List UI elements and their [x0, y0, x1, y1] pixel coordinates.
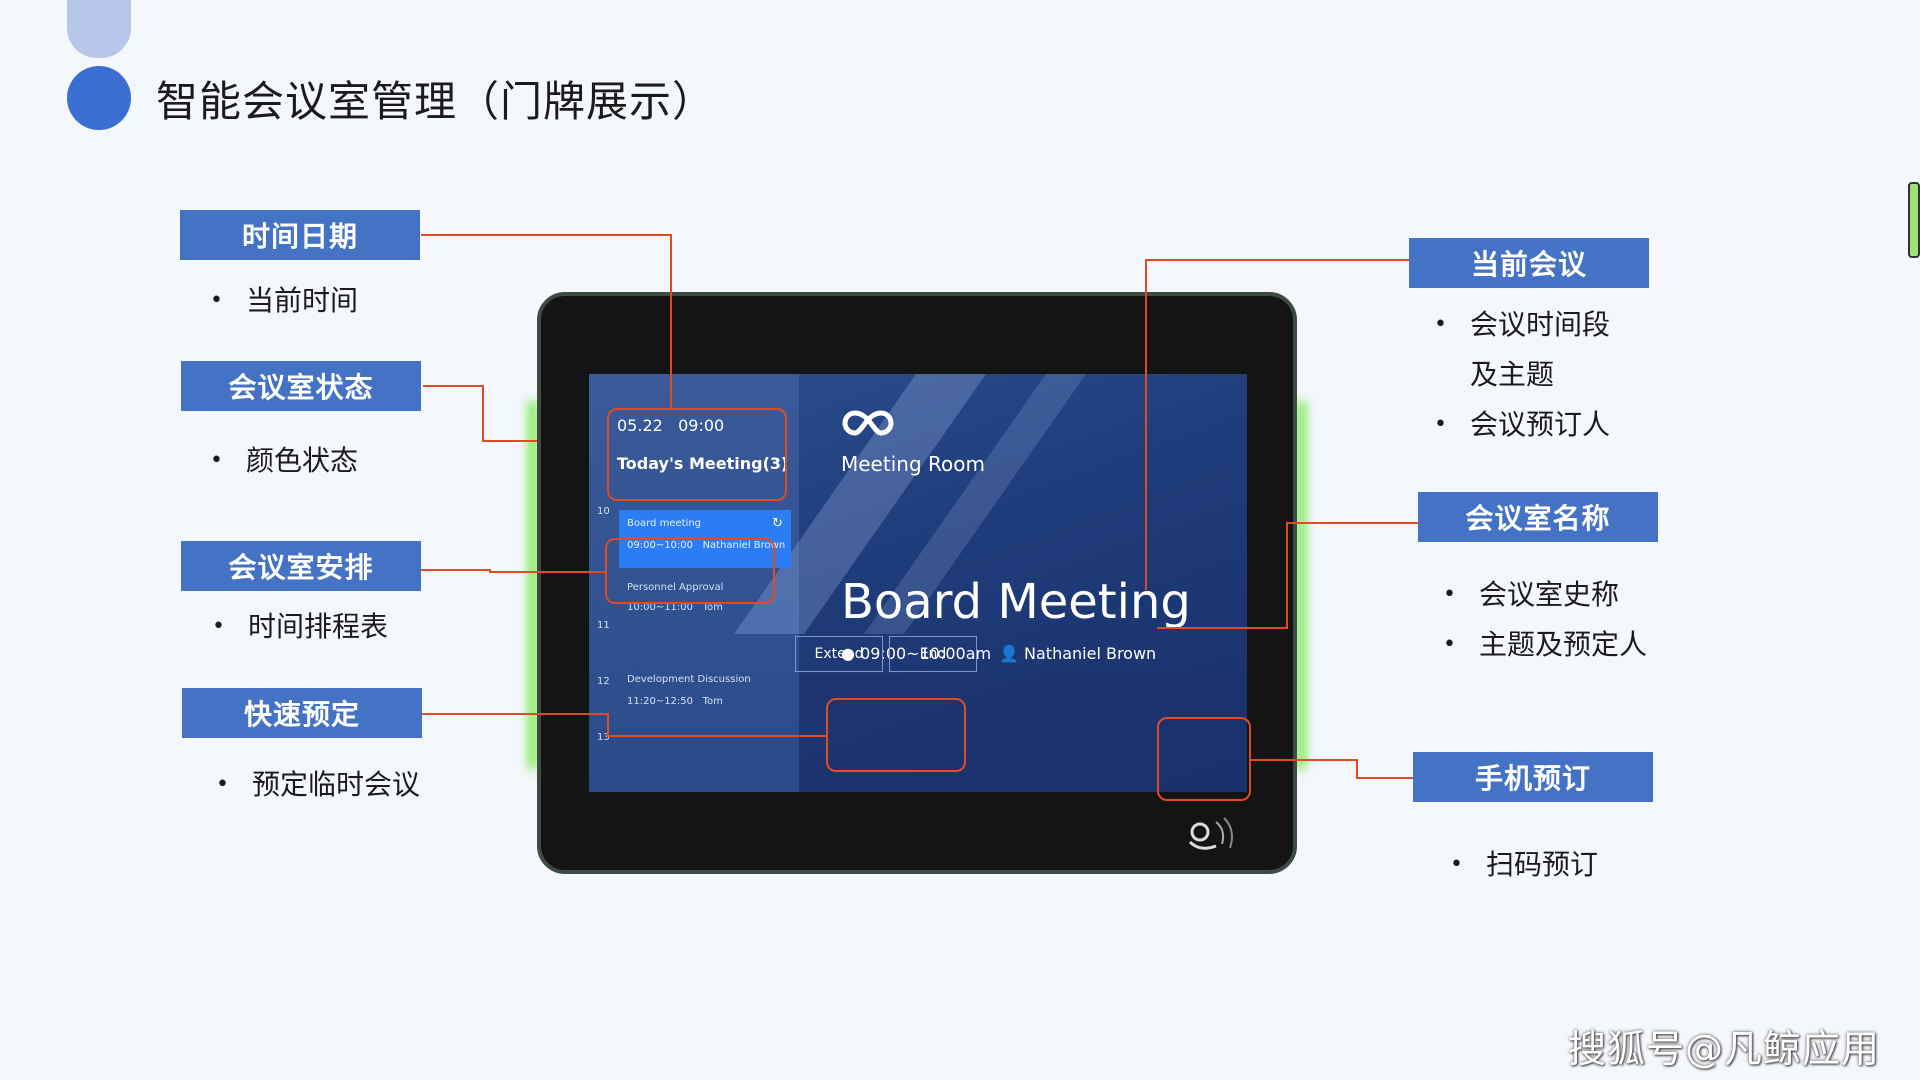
nfc-tap-icon — [1180, 812, 1240, 862]
current-meeting-title: Board Meeting — [841, 574, 1191, 630]
status-light-right — [1296, 400, 1306, 770]
list-item: 会议时间段 — [1434, 300, 1610, 350]
schedule-item-meta: 11:20~12:50 Tom — [627, 696, 723, 707]
list-item: 扫码预订 — [1450, 840, 1598, 890]
status-light-left — [528, 400, 538, 770]
label-room-status: 会议室状态 — [181, 361, 421, 411]
schedule-item-meta: 09:00~10:00 Nathaniel Brown — [627, 540, 786, 551]
schedule-panel — [589, 374, 799, 792]
current-time: 09:00 — [678, 416, 725, 435]
person-icon: 👤 — [999, 644, 1019, 663]
current-meeting-host: 👤 Nathaniel Brown — [999, 644, 1157, 663]
list-time-date: 当前时间 — [210, 276, 358, 326]
title-bullet-icon — [67, 66, 131, 130]
list-item: 当前时间 — [210, 276, 358, 326]
label-room-name: 会议室名称 — [1418, 492, 1658, 542]
list-mobile-booking: 扫码预订 — [1450, 840, 1598, 890]
refresh-icon: ↻ — [772, 516, 783, 531]
list-room-name: 会议室史称 主题及预定人 — [1443, 570, 1647, 670]
room-label: Meeting Room — [841, 452, 985, 476]
hour-mark: 11 — [597, 620, 610, 631]
list-item: 会议室史称 — [1443, 570, 1647, 620]
room-floor — [799, 674, 1247, 792]
highlight-datetime — [607, 408, 787, 501]
hour-mark: 12 — [597, 676, 610, 687]
schedule-item-meta: 10:00~11:00 Tom — [627, 602, 723, 613]
decor-dot-light — [67, 0, 131, 58]
current-date: 05.22 — [617, 416, 663, 435]
clock-icon: ● — [841, 644, 855, 663]
list-current-meeting: 会议时间段 及主题 会议预订人 — [1434, 300, 1610, 450]
tablet-screen: 05.22 09:00 Today's Meeting(3) 10 11 12 … — [589, 374, 1247, 792]
list-quick-booking: 预定临时会议 — [216, 760, 420, 810]
current-datetime: 05.22 09:00 — [617, 416, 724, 435]
hour-mark: 10 — [597, 506, 610, 517]
watermark: 搜狐号@凡鲸应用 — [1568, 1027, 1881, 1071]
hour-mark: 13 — [597, 732, 610, 743]
end-button[interactable]: End — [889, 636, 977, 672]
page-title: 智能会议室管理（门牌展示） — [156, 77, 716, 126]
logo-infinity-icon — [841, 408, 895, 442]
list-item: 时间排程表 — [212, 602, 388, 652]
label-quick-booking: 快速预定 — [182, 688, 422, 738]
list-item: 会议预订人 — [1434, 400, 1610, 450]
list-room-schedule: 时间排程表 — [212, 602, 388, 652]
schedule-item-title: Board meeting — [627, 518, 701, 529]
list-item: 主题及预定人 — [1443, 620, 1647, 670]
extend-button[interactable]: Extend — [795, 636, 883, 672]
schedule-item-title[interactable]: Personnel Approval — [627, 582, 724, 593]
list-item: 预定临时会议 — [216, 760, 420, 810]
highlight-qr-area — [1157, 717, 1251, 801]
todays-meeting-count: Today's Meeting(3) — [617, 454, 789, 473]
list-room-status: 颜色状态 — [210, 436, 358, 486]
current-meeting-time: ● 09:00~10:00am — [841, 644, 992, 663]
list-item: 颜色状态 — [210, 436, 358, 486]
label-time-date: 时间日期 — [180, 210, 420, 260]
highlight-quick-book — [826, 698, 966, 772]
label-mobile-booking: 手机预订 — [1413, 752, 1653, 802]
scrollbar-thumb[interactable] — [1908, 182, 1920, 258]
label-room-schedule: 会议室安排 — [181, 541, 421, 591]
label-current-meeting: 当前会议 — [1409, 238, 1649, 288]
schedule-item-title[interactable]: Development Discussion — [627, 674, 751, 685]
list-item: 及主题 — [1470, 358, 1555, 391]
